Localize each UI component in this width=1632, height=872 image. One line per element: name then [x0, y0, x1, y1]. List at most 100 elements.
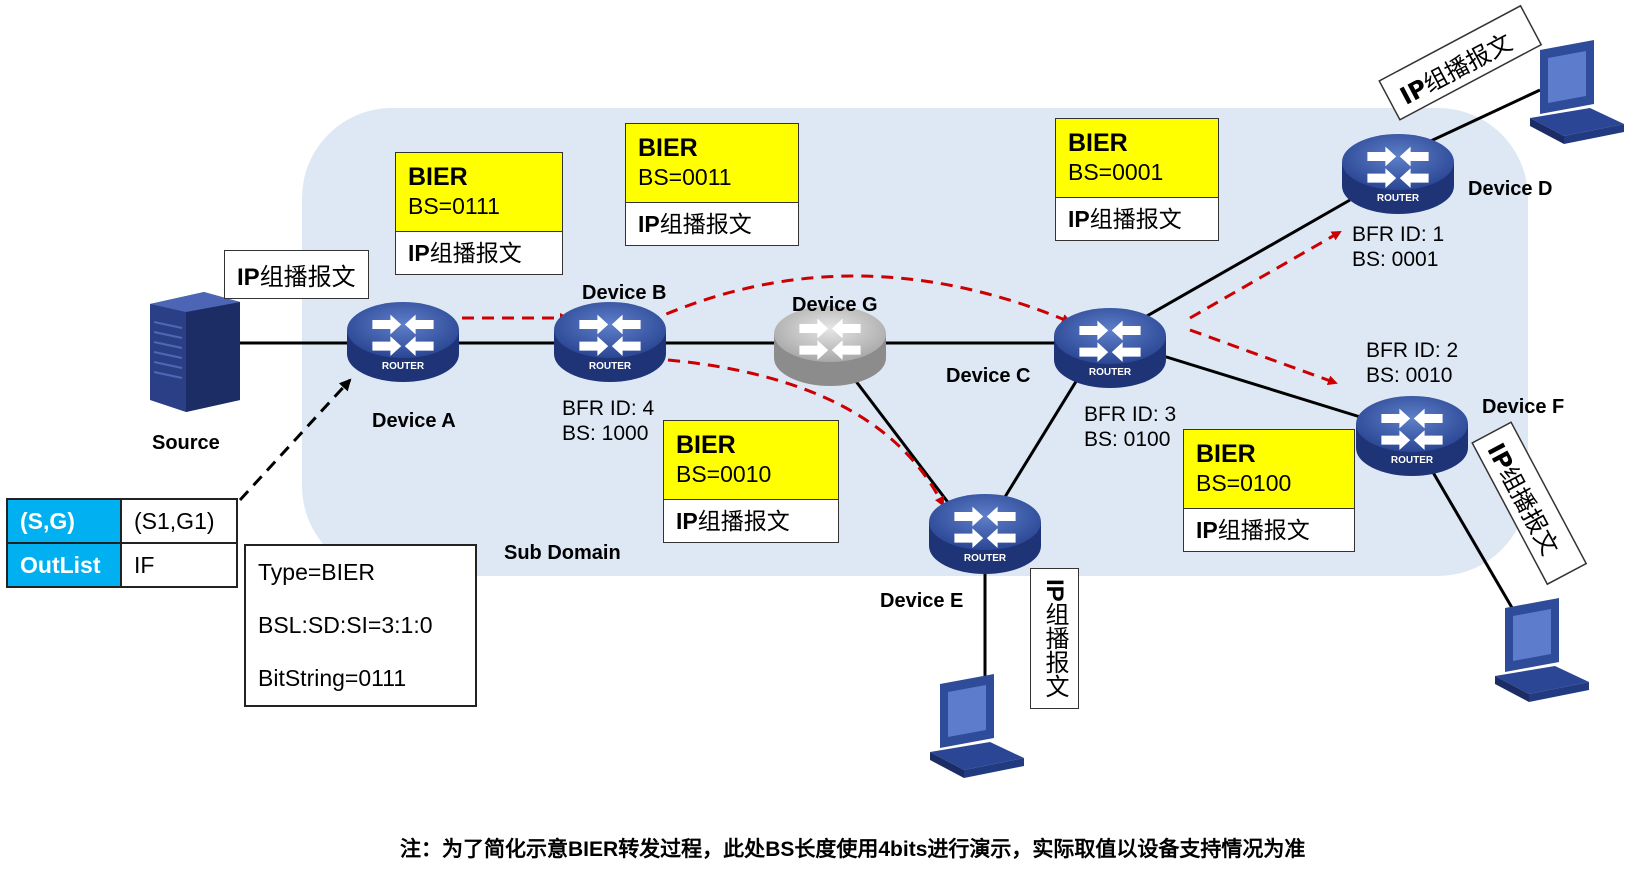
footnote: 注：为了简化示意BIER转发过程，此处BS长度使用4bits进行演示，实际取值以… — [400, 833, 1305, 863]
router-device-g — [774, 306, 886, 386]
bier-title: BIER — [638, 134, 698, 162]
label-sub-domain: Sub Domain — [504, 542, 621, 564]
bfr-info-b: BFR ID: 4 BS: 1000 — [562, 396, 654, 446]
outlist-value: IF — [120, 542, 238, 588]
router-device-f: ROUTER — [1356, 396, 1468, 476]
label-device-e: Device E — [880, 590, 964, 612]
ip-packet-box-e: IP组播报文 — [1030, 568, 1079, 709]
router-arrows-icon — [372, 314, 434, 356]
sg-key: (S,G) — [6, 498, 122, 544]
sg-value: (S1,G1) — [120, 498, 238, 544]
router-device-b: ROUTER — [554, 302, 666, 382]
label-device-b: Device B — [582, 282, 667, 304]
router-arrows-icon — [799, 318, 861, 360]
bfr-bs: BS: 0100 — [1084, 428, 1171, 451]
bfr-bs: BS: 0001 — [1352, 248, 1439, 271]
label-device-c: Device C — [946, 365, 1031, 387]
if-bsl-sd-si: BSL:SD:SI=3:1:0 — [258, 612, 433, 638]
ip-text: 组播报文 — [1041, 601, 1068, 698]
ip-text: 组播报文 — [259, 264, 356, 291]
ip-prefix: IP — [408, 240, 430, 266]
bier-title: BIER — [676, 431, 736, 459]
source-server-icon — [150, 292, 240, 412]
footnote-part: 进行演示，实际取值以设备支持情况为准 — [927, 837, 1306, 861]
label-device-a: Device A — [372, 410, 456, 432]
label-device-d: Device D — [1468, 178, 1553, 200]
ip-prefix: IP — [237, 264, 260, 291]
router-arrows-icon — [1079, 320, 1141, 362]
footnote-bold: 4bits — [878, 838, 928, 861]
footnote-part: 长度使用 — [794, 837, 879, 861]
ip-prefix: IP — [638, 211, 660, 237]
svg-text:ROUTER: ROUTER — [1089, 367, 1132, 378]
ip-prefix: IP — [676, 508, 698, 534]
ip-prefix: IP — [1196, 517, 1218, 543]
bfr-bs: BS: 1000 — [562, 422, 649, 445]
router-arrows-icon — [1381, 408, 1443, 450]
footnote-part: 转发过程，此处 — [618, 837, 766, 861]
ip-packet-box-a: IP组播报文 — [224, 250, 369, 299]
if-type: Type=BIER — [258, 559, 375, 585]
bfr-id: BFR ID: 3 — [1084, 403, 1177, 426]
ip-prefix: IP — [1068, 206, 1090, 232]
ip-text: 组播报文 — [429, 240, 522, 266]
label-device-f: Device F — [1482, 396, 1565, 418]
bier-bs: BS=0010 — [676, 461, 772, 487]
router-arrows-icon — [1367, 146, 1429, 188]
router-arrows-icon — [954, 506, 1016, 548]
forwarding-table: (S,G) (S1,G1) OutList IF — [6, 498, 238, 588]
bfr-id: BFR ID: 4 — [562, 397, 655, 420]
bier-bs: BS=0001 — [1068, 159, 1164, 185]
ip-text: 组播报文 — [659, 211, 752, 237]
ip-text: 组播报文 — [1217, 517, 1310, 543]
label-device-g: Device G — [792, 294, 878, 316]
router-device-c: ROUTER — [1054, 308, 1166, 388]
table-to-device-a-arrow — [238, 378, 352, 502]
router-device-d: ROUTER — [1342, 134, 1454, 214]
router-device-a: ROUTER — [347, 302, 459, 382]
if-bitstring: BitString=0111 — [258, 665, 407, 691]
svg-text:ROUTER: ROUTER — [382, 361, 425, 372]
ip-text: 组播报文 — [1089, 206, 1182, 232]
table-row: (S,G) (S1,G1) — [6, 498, 238, 544]
router-arrows-icon — [579, 314, 641, 356]
arrow-c-to-d — [1189, 230, 1342, 320]
footnote-bold: BIER — [568, 838, 619, 861]
bfr-id: BFR ID: 2 — [1366, 339, 1459, 362]
table-row: OutList IF — [6, 542, 238, 588]
bfr-info-f: BFR ID: 2 BS: 0010 — [1366, 338, 1458, 388]
svg-text:ROUTER: ROUTER — [589, 361, 632, 372]
interface-details-box: Type=BIER BSL:SD:SI=3:1:0 BitString=0111 — [244, 544, 477, 707]
bier-title: BIER — [1068, 129, 1128, 157]
footnote-part: 注：为了简化示意 — [400, 837, 568, 861]
bfr-info-c: BFR ID: 3 BS: 0100 — [1084, 402, 1176, 452]
forwarding-arrows — [462, 230, 1342, 507]
bier-bs: BS=0011 — [638, 164, 732, 190]
ip-packet-box-d: IP组播报文 — [1378, 4, 1543, 121]
footnote-bold: BS — [765, 838, 795, 861]
bier-bs: BS=0100 — [1196, 470, 1292, 496]
bier-title: BIER — [408, 163, 468, 191]
svg-text:ROUTER: ROUTER — [1377, 193, 1420, 204]
ip-prefix: IP — [1041, 579, 1068, 602]
bfr-id: BFR ID: 1 — [1352, 223, 1445, 246]
host-pc-icon-f — [1495, 598, 1589, 702]
host-pc-icon-d — [1530, 40, 1624, 144]
router-device-e: ROUTER — [929, 494, 1041, 574]
svg-text:ROUTER: ROUTER — [1391, 455, 1434, 466]
bfr-bs: BS: 0010 — [1366, 364, 1453, 387]
bier-bs: BS=0111 — [408, 193, 500, 219]
ip-text: 组播报文 — [697, 508, 790, 534]
bfr-info-d: BFR ID: 1 BS: 0001 — [1352, 222, 1444, 272]
svg-text:ROUTER: ROUTER — [964, 553, 1007, 564]
arrow-b-to-e — [667, 358, 945, 507]
outlist-key: OutList — [6, 542, 122, 588]
arrow-c-to-f — [1189, 328, 1338, 385]
host-pc-icon-e — [930, 674, 1024, 778]
arrow-b-to-c — [647, 274, 1072, 324]
